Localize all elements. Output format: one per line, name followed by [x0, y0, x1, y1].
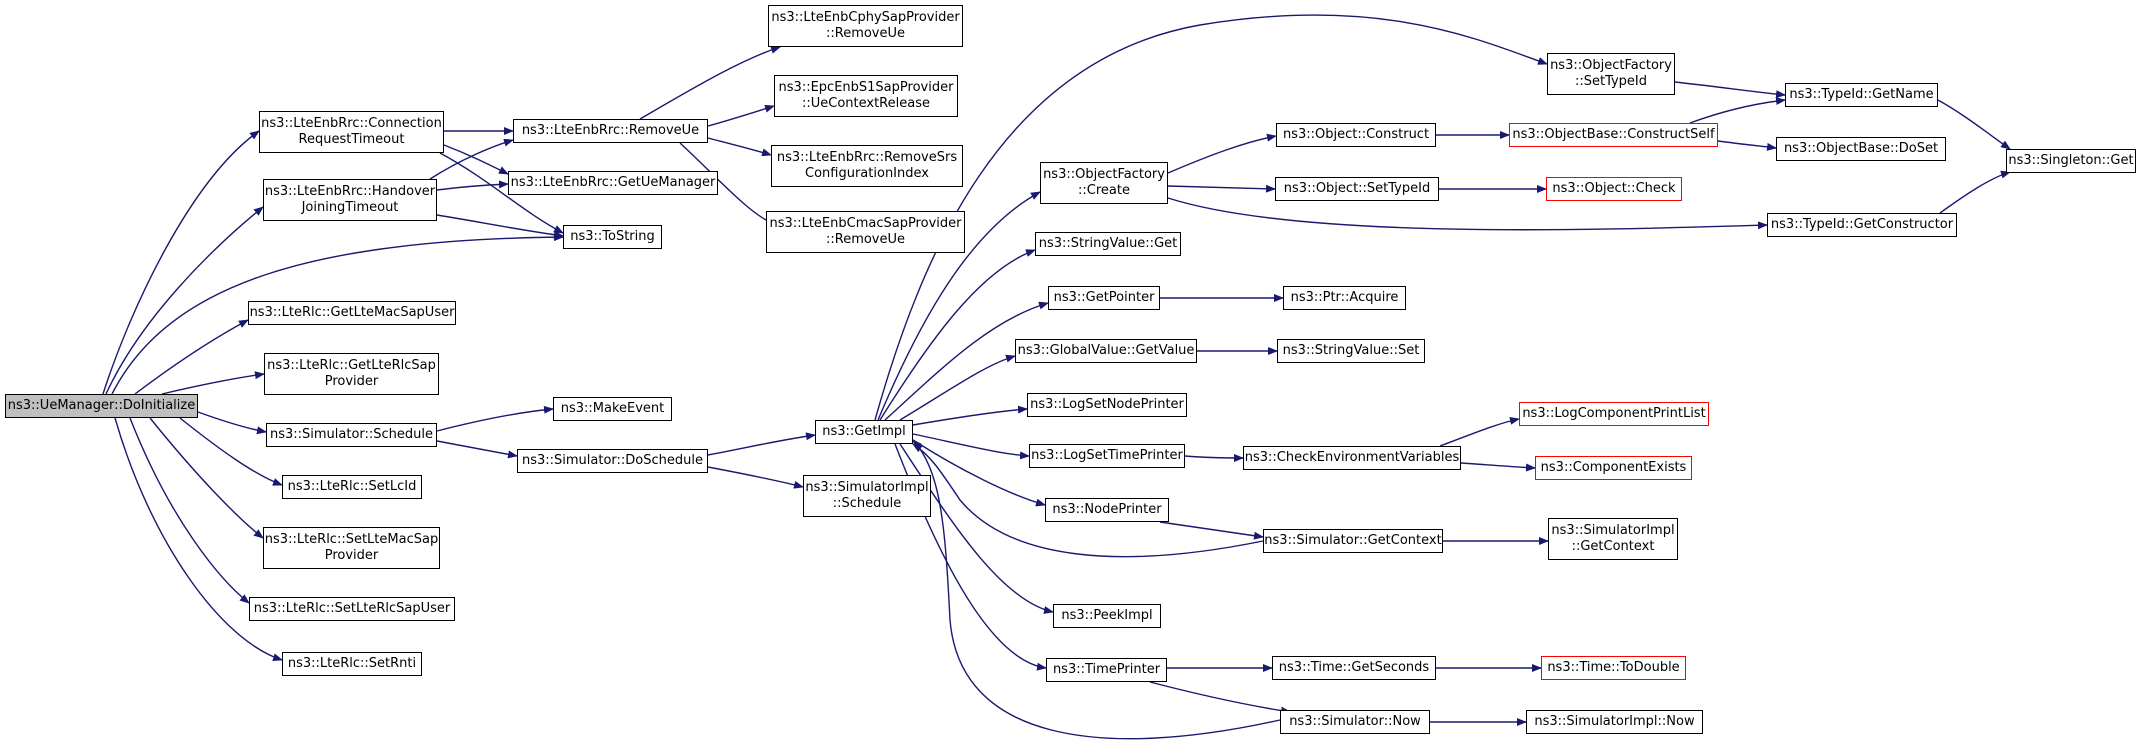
node-getPointer[interactable]: ns3::GetPointer — [1048, 286, 1160, 310]
node-typeId-getConstructor[interactable]: ns3::TypeId::GetConstructor — [1767, 213, 1957, 237]
edge-doschedule-to-simimplschedule — [707, 466, 804, 489]
edge-removeue-to-epc — [707, 104, 775, 127]
node-simulatorImpl-schedule[interactable]: ns3::SimulatorImpl ::Schedule — [803, 475, 931, 517]
edge-ofcreate-to-objconstruct — [1167, 133, 1277, 174]
node-peekImpl[interactable]: ns3::PeekImpl — [1053, 604, 1161, 628]
edge-getimpl-to-peekimpl — [899, 443, 1054, 614]
edge-constructself-to-typeidgetname — [1689, 97, 1786, 124]
edge-handover-to-removeue — [429, 138, 514, 180]
node-lteEnbRrc-removeUe[interactable]: ns3::LteEnbRrc::RemoveUe — [513, 119, 708, 143]
node-lteEnbCphySapProvider-removeUe[interactable]: ns3::LteEnbCphySapProvider ::RemoveUe — [768, 5, 963, 47]
node-lteRlc-setLteRlcSapUser[interactable]: ns3::LteRlc::SetLteRlcSapUser — [249, 597, 455, 621]
node-epcEnbS1SapProvider-ueContextRelease[interactable]: ns3::EpcEnbS1SapProvider ::UeContextRele… — [774, 75, 958, 117]
node-lteEnbRrc-getUeManager[interactable]: ns3::LteEnbRrc::GetUeManager — [508, 171, 718, 195]
edge-getimpl-to-logsettime — [912, 433, 1030, 460]
edge-root-to-tostring — [111, 233, 564, 395]
edge-removeue-to-removesrs — [707, 137, 772, 157]
node-simulatorImpl-getContext[interactable]: ns3::SimulatorImpl ::GetContext — [1548, 518, 1678, 560]
edge-handover-to-tostring — [436, 214, 564, 239]
node-componentExists[interactable]: ns3::ComponentExists — [1535, 456, 1692, 480]
edge-timeprinter-to-simnow — [1149, 681, 1291, 715]
node-simulatorImpl-now[interactable]: ns3::SimulatorImpl::Now — [1526, 710, 1703, 734]
edge-root-to-getlmsu — [134, 319, 249, 395]
node-logSetTimePrinter[interactable]: ns3::LogSetTimePrinter — [1029, 444, 1185, 468]
edge-checkenv-to-componentexists — [1460, 462, 1536, 472]
edge-ofcreate-to-objsettypeid — [1167, 184, 1276, 193]
node-object-construct[interactable]: ns3::Object::Construct — [1276, 123, 1436, 147]
edge-getimpl-to-svget — [879, 249, 1036, 421]
node-lteEnbCmacSapProvider-removeUe[interactable]: ns3::LteEnbCmacSapProvider ::RemoveUe — [766, 211, 965, 253]
node-logSetNodePrinter[interactable]: ns3::LogSetNodePrinter — [1027, 393, 1187, 417]
node-time-toDouble[interactable]: ns3::Time::ToDouble — [1541, 656, 1686, 680]
edge-logsettime-to-checkenv — [1184, 453, 1244, 462]
node-lteEnbRrc-removeSrsConfigurationIndex[interactable]: ns3::LteEnbRrc::RemoveSrs ConfigurationI… — [771, 145, 963, 187]
node-getImpl[interactable]: ns3::GetImpl — [815, 420, 913, 444]
node-lteEnbRrc-handoverJoiningTimeout[interactable]: ns3::LteEnbRrc::Handover JoiningTimeout — [263, 179, 437, 221]
node-toString[interactable]: ns3::ToString — [563, 225, 662, 249]
edge-getimpl-to-getpointer — [884, 301, 1049, 421]
edge-getimpl-to-gvgetvalue — [899, 354, 1016, 421]
edge-root-to-getlrsp — [161, 371, 265, 395]
node-simulator-now[interactable]: ns3::Simulator::Now — [1280, 710, 1430, 734]
edge-root-to-setlmsp — [149, 417, 264, 539]
node-objectBase-doSet[interactable]: ns3::ObjectBase::DoSet — [1776, 137, 1946, 161]
edge-removeue-to-cphy — [639, 45, 781, 120]
edge-typeidgetname-to-singletonget — [1937, 99, 2011, 150]
edge-getimpl-to-ofcreate — [877, 191, 1041, 421]
edge-constructself-to-objbasedoset — [1717, 140, 1777, 151]
edge-schedule-to-makeevent — [436, 405, 554, 432]
call-edges — [102, 14, 2011, 740]
node-simulator-doSchedule[interactable]: ns3::Simulator::DoSchedule — [517, 449, 708, 473]
node-makeEvent[interactable]: ns3::MakeEvent — [553, 397, 672, 421]
edge-getimpl-to-nodeprinter — [912, 439, 1046, 507]
node-singleton-get[interactable]: ns3::Singleton::Get — [2006, 149, 2136, 173]
node-ueManager-doInitialize: ns3::UeManager::DoInitialize — [5, 394, 198, 418]
edge-doschedule-to-getimpl — [707, 432, 816, 456]
node-time-getSeconds[interactable]: ns3::Time::GetSeconds — [1272, 656, 1436, 680]
edge-root-to-connreq — [102, 130, 260, 395]
edge-root-to-setlrsu — [129, 417, 250, 604]
edge-checkenv-to-logcompprintlist — [1439, 416, 1520, 447]
node-globalValue-getValue[interactable]: ns3::GlobalValue::GetValue — [1015, 339, 1197, 363]
node-object-setTypeId[interactable]: ns3::Object::SetTypeId — [1275, 177, 1439, 201]
node-objectBase-constructSelf[interactable]: ns3::ObjectBase::ConstructSelf — [1509, 123, 1718, 147]
edge-root-to-setlcid — [179, 417, 283, 486]
edge-root-to-schedule — [197, 411, 267, 435]
node-checkEnvironmentVariables[interactable]: ns3::CheckEnvironmentVariables — [1243, 446, 1461, 470]
edge-connreq-to-tostring — [439, 152, 564, 234]
node-lteRlc-setRnti[interactable]: ns3::LteRlc::SetRnti — [282, 652, 422, 676]
node-simulator-getContext[interactable]: ns3::Simulator::GetContext — [1263, 529, 1443, 553]
node-logComponentPrintList[interactable]: ns3::LogComponentPrintList — [1519, 402, 1709, 426]
edge-schedule-to-doschedule — [436, 440, 518, 459]
node-stringValue-set[interactable]: ns3::StringValue::Set — [1277, 339, 1425, 363]
edge-simgetcontext-to-getimpl — [912, 443, 1264, 558]
node-object-check[interactable]: ns3::Object::Check — [1546, 177, 1682, 201]
node-lteRlc-setLteMacSapProvider[interactable]: ns3::LteRlc::SetLteMacSap Provider — [263, 527, 440, 569]
edge-root-to-setrnti — [114, 417, 283, 662]
node-timePrinter[interactable]: ns3::TimePrinter — [1046, 658, 1167, 682]
node-stringValue-get[interactable]: ns3::StringValue::Get — [1035, 232, 1181, 256]
edge-ofsettypeid-to-typeidgetname — [1674, 81, 1786, 99]
node-lteEnbRrc-connectionRequestTimeout[interactable]: ns3::LteEnbRrc::Connection RequestTimeou… — [259, 111, 444, 153]
edge-connreq-to-getuemanager — [443, 144, 509, 175]
edge-ofcreate-to-typeidgetconstructor — [1167, 197, 1768, 231]
edge-nodeprinter-to-simgetcontext — [1159, 521, 1264, 540]
node-ptr-acquire[interactable]: ns3::Ptr::Acquire — [1283, 286, 1406, 310]
node-lteRlc-getLteMacSapUser[interactable]: ns3::LteRlc::GetLteMacSapUser — [248, 301, 456, 325]
edge-simnow-to-getimpl — [912, 439, 1281, 740]
edge-getimpl-to-logsetnode — [912, 405, 1028, 426]
node-simulator-schedule[interactable]: ns3::Simulator::Schedule — [266, 423, 437, 447]
edge-getimpl-to-ofsettypeid — [874, 14, 1548, 421]
node-objectFactory-setTypeId[interactable]: ns3::ObjectFactory ::SetTypeId — [1547, 53, 1675, 95]
node-nodePrinter[interactable]: ns3::NodePrinter — [1045, 498, 1169, 522]
node-typeId-getName[interactable]: ns3::TypeId::GetName — [1785, 83, 1938, 107]
node-objectFactory-create[interactable]: ns3::ObjectFactory ::Create — [1040, 162, 1168, 204]
node-lteRlc-setLcId[interactable]: ns3::LteRlc::SetLcId — [282, 475, 422, 499]
edge-root-to-handover — [105, 206, 264, 395]
edge-typeidgetconstructor-to-singletonget — [1939, 170, 2011, 214]
edge-handover-to-getuemanager — [436, 180, 509, 191]
node-lteRlc-getLteRlcSapProvider[interactable]: ns3::LteRlc::GetLteRlcSap Provider — [264, 353, 439, 395]
